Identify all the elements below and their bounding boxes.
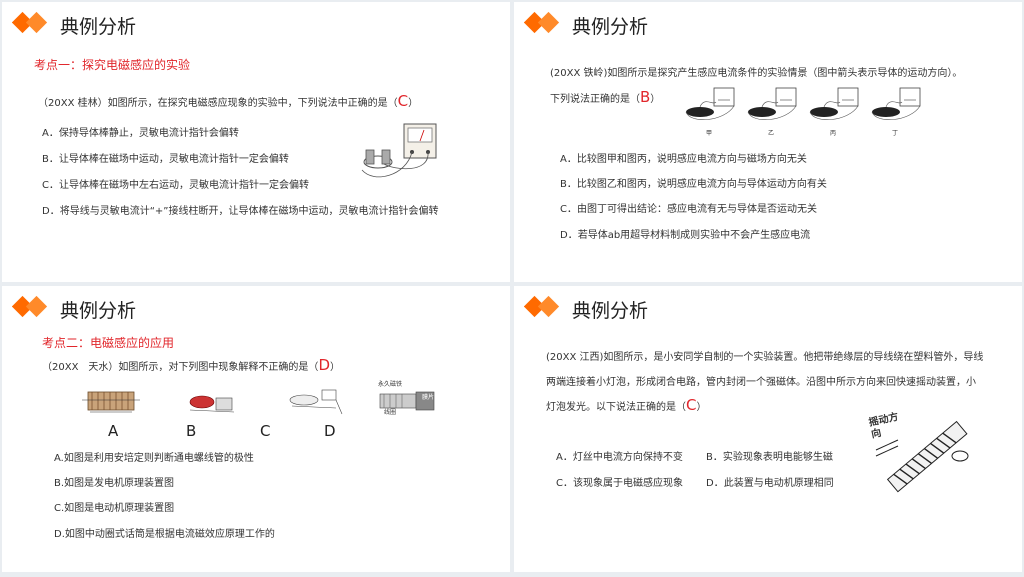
figure-label-jia: 甲 [706, 130, 713, 137]
diamond-logo-icon [12, 11, 48, 34]
solenoid-hand-figure [82, 391, 140, 413]
option-d: D.如图中动圈式话筒是根据电流磁效应原理工作的 [54, 529, 275, 540]
key-point-heading: 考点二：电磁感应的应用 [42, 336, 175, 350]
generator-figure [189, 395, 235, 413]
option-b: B．实验现象表明电能够生磁 [706, 452, 833, 463]
option-b: B．比较图乙和图丙，说明感应电流方向与导体运动方向有关 [560, 179, 827, 190]
shaking-tube-figure [875, 420, 969, 493]
diaphragm-label: 膜片 [422, 394, 435, 401]
diamond-logo-icon [12, 295, 48, 318]
question-line-3: 灯泡发光。以下说法正确的是（C） [546, 396, 707, 414]
slide-4: 典例分析 (20XX 江西)如图所示，是小安同学自制的一个实验装置。他把带绝缘层… [514, 286, 1022, 572]
slide-3: 典例分析 考点二：电磁感应的应用 （20XX 天水）如图所示，对下列图中现象解释… [2, 286, 510, 572]
question-text: （20XX 桂林）如图所示，在探究电磁感应现象的实验中，下列说法中正确的是（C） [38, 92, 419, 110]
option-b: B．让导体棒在磁场中运动，灵敏电流计指针一定会偏转 [42, 154, 289, 165]
option-c: C．由图丁可得出结论：感应电流有无与导体是否运动无关 [560, 204, 817, 215]
option-a: A.如图是利用安培定则判断通电螺线管的极性 [54, 453, 254, 464]
coil-label: 线圈 [384, 409, 397, 416]
question-line-2: 下列说法正确的是（B） [550, 88, 661, 106]
galvanometer-experiment-figure [361, 123, 437, 178]
option-a: A．保持导体棒静止，灵敏电流计指针会偏转 [42, 128, 239, 139]
question-text: （20XX 天水）如图所示，对下列图中现象解释不正确的是（D） [42, 356, 340, 374]
diamond-logo-icon [524, 295, 560, 318]
dynamic-microphone-figure [379, 391, 435, 411]
answer-mark: C [397, 92, 409, 110]
option-a: A．灯丝中电流方向保持不变 [556, 452, 683, 463]
magnet-label: 永久磁铁 [378, 381, 403, 388]
option-c: C.如图是电动机原理装置图 [54, 503, 175, 514]
answer-mark: D [318, 356, 330, 374]
figure-letter-a: A [108, 422, 119, 440]
four-experiment-figures [685, 87, 921, 121]
answer-mark: C [686, 396, 697, 414]
option-d: D．若导体ab用超导材料制成则实验中不会产生感应电流 [560, 230, 811, 241]
figure-label-yi: 乙 [768, 130, 775, 137]
slide-title: 典例分析 [572, 16, 649, 38]
option-d: D．将导线与灵敏电流计“+”接线柱断开，让导体棒在磁场中运动，灵敏电流计指针会偏… [42, 206, 439, 217]
option-d: D．此装置与电动机原理相同 [706, 478, 834, 489]
figure-label-ding: 丁 [892, 130, 899, 137]
key-point-heading: 考点一：探究电磁感应的实验 [34, 58, 191, 72]
option-b: B.如图是发电机原理装置图 [54, 478, 175, 489]
slide-title: 典例分析 [572, 300, 649, 322]
question-line-1: (20XX 江西)如图所示，是小安同学自制的一个实验装置。他把带绝缘层的导线绕在… [546, 352, 984, 363]
option-c: C．该现象属于电磁感应现象 [556, 478, 683, 489]
slide-1: 典例分析 考点一：探究电磁感应的实验 （20XX 桂林）如图所示，在探究电磁感应… [2, 2, 510, 282]
option-c: C．让导体棒在磁场中左右运动，灵敏电流计指针一定会偏转 [42, 180, 309, 191]
slide-2: 典例分析 (20XX 铁岭)如图所示是探究产生感应电流条件的实验情景（图中箭头表… [514, 2, 1022, 282]
figure-label-bing: 丙 [830, 130, 837, 137]
slide-title: 典例分析 [60, 300, 137, 322]
slide-title: 典例分析 [60, 16, 137, 38]
answer-mark: B [640, 88, 651, 106]
question-line-1: (20XX 铁岭)如图所示是探究产生感应电流条件的实验情景（图中箭头表示导体的运… [550, 68, 963, 79]
figure-letter-c: C [260, 422, 271, 440]
question-line-2: 两端连接着小灯泡，形成闭合电路，管内封闭一个强磁体。沿图中所示方向来回快速摇动装… [546, 377, 976, 388]
motor-figure [289, 389, 343, 415]
figure-letter-d: D [324, 422, 336, 440]
figure-letter-b: B [186, 422, 197, 440]
option-a: A．比较图甲和图丙，说明感应电流方向与磁场方向无关 [560, 154, 807, 165]
diamond-logo-icon [524, 11, 560, 34]
